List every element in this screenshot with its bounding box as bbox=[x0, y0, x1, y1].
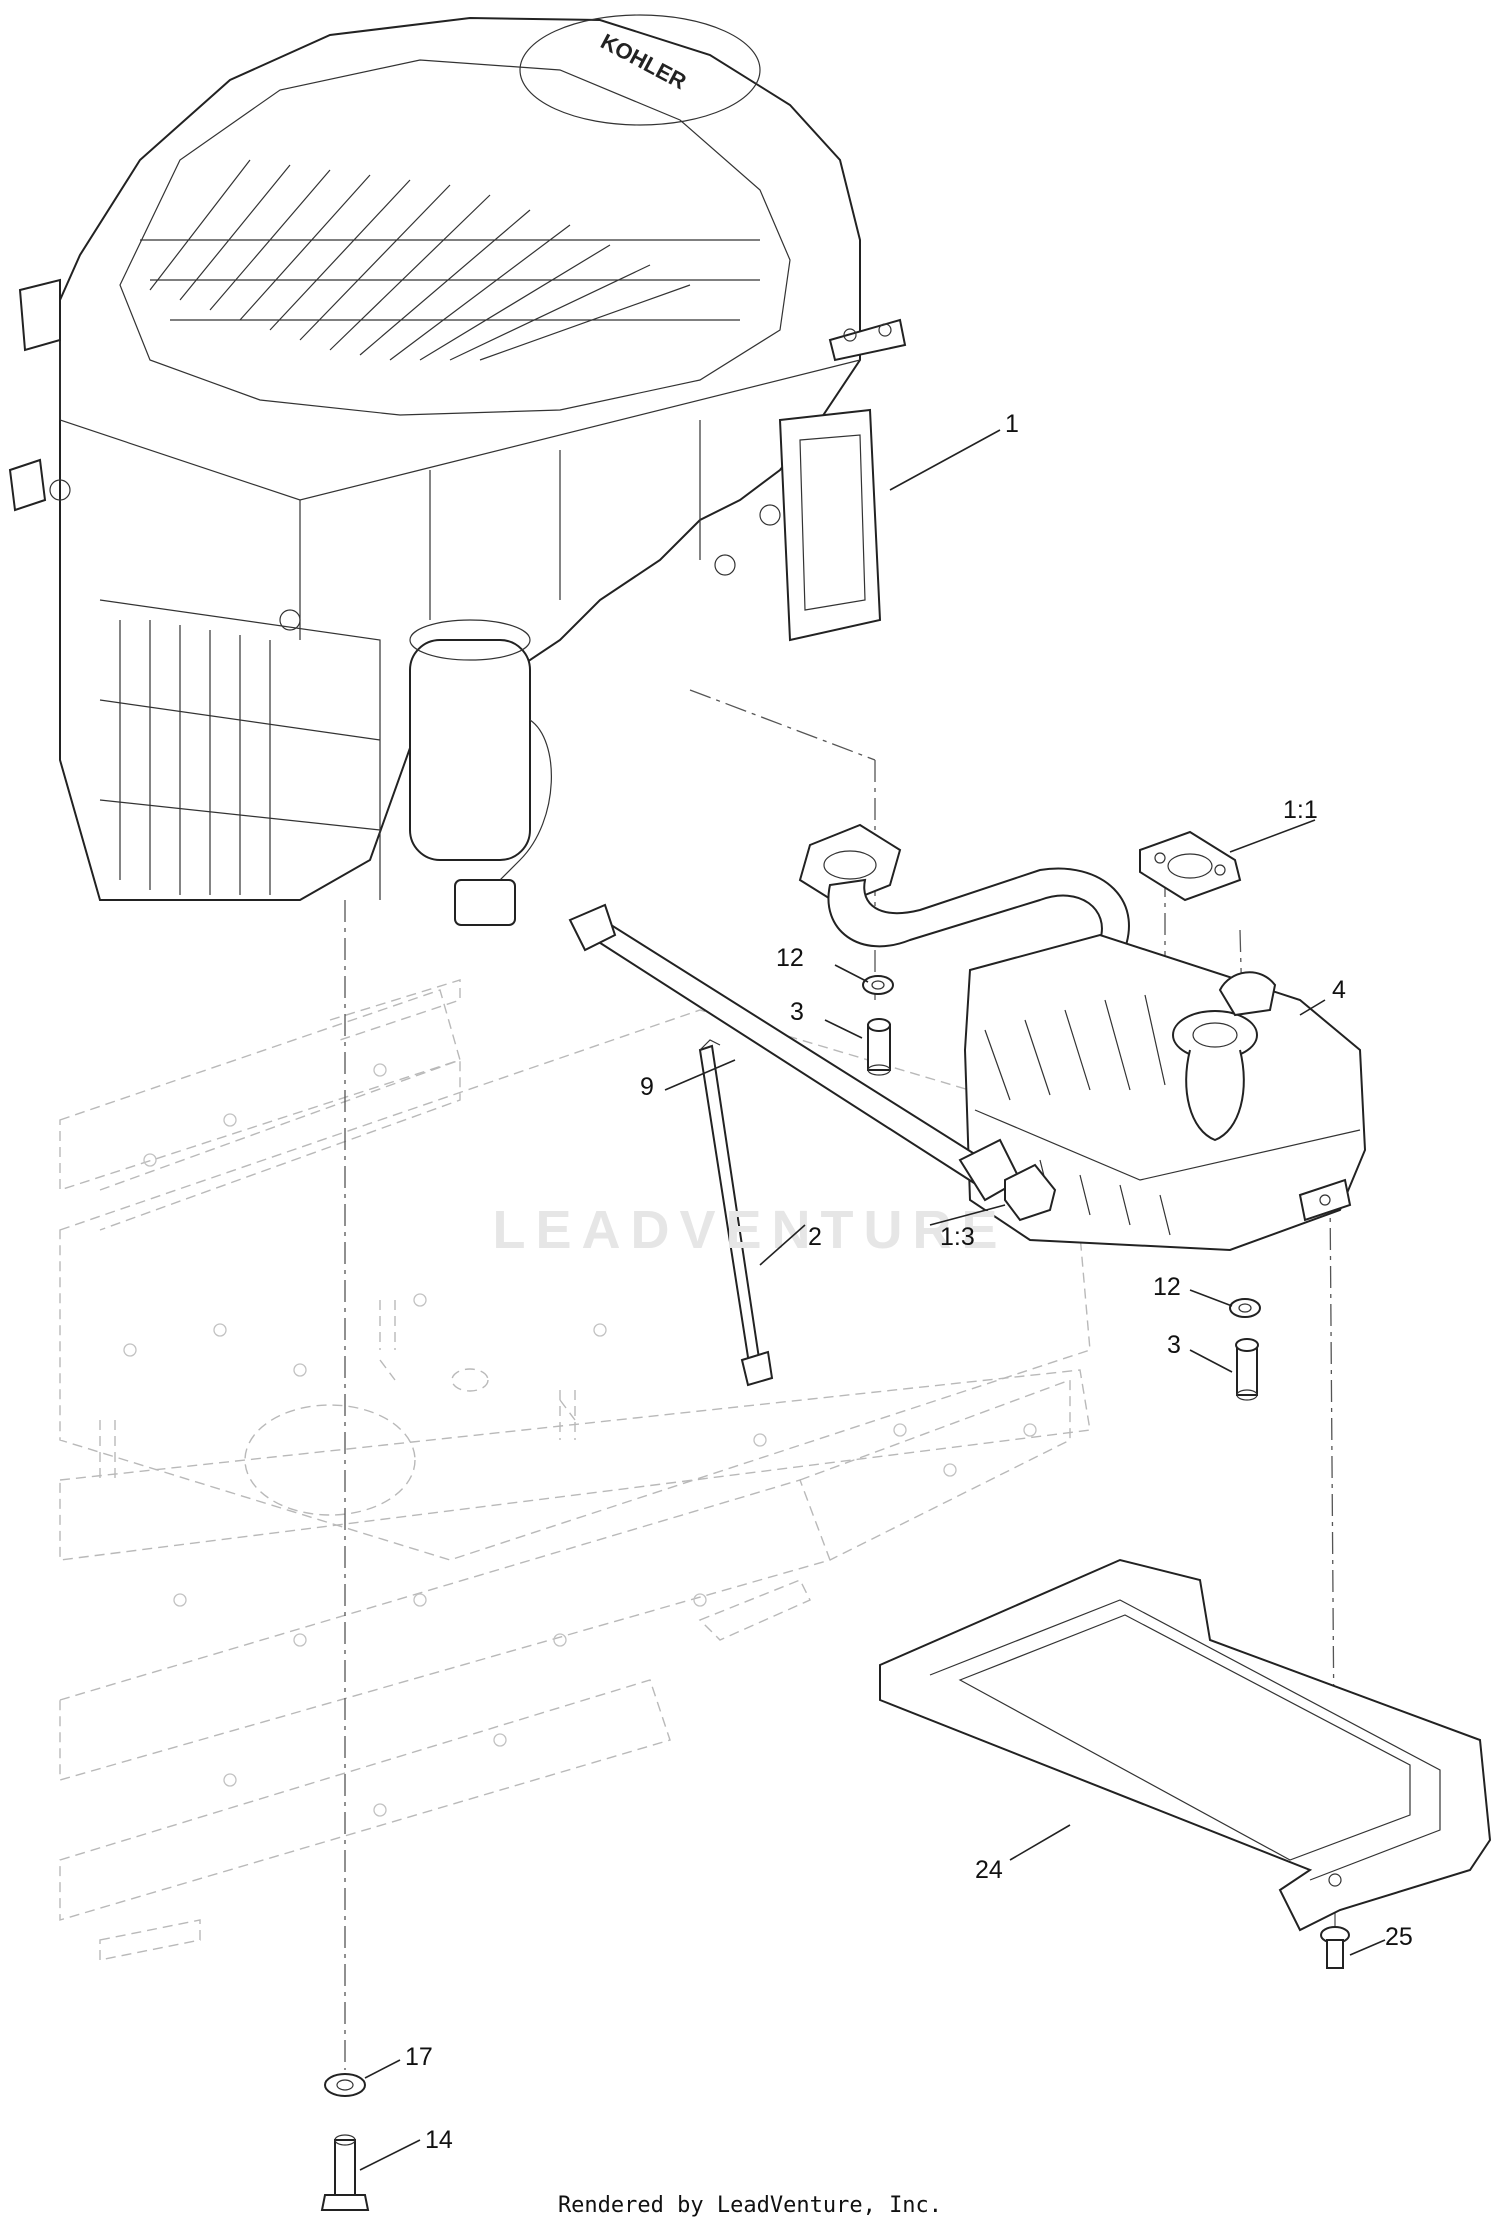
frame-ghost bbox=[59, 979, 1091, 1961]
heat-shield bbox=[879, 1558, 1492, 1932]
callout-labels: 1 1:1 4 12 3 9 1:3 2 12 3 24 25 17 14 bbox=[405, 410, 1413, 2154]
muffler bbox=[963, 933, 1367, 1252]
screw-25 bbox=[1320, 1926, 1350, 1969]
callout-2: 2 bbox=[808, 1223, 822, 1251]
fitting bbox=[1004, 1163, 1057, 1222]
capscrew-upper bbox=[867, 1018, 891, 1076]
callout-4: 4 bbox=[1332, 976, 1346, 1004]
callout-1-1: 1:1 bbox=[1283, 796, 1318, 824]
footer-credit: Rendered by LeadVenture, Inc. bbox=[558, 2193, 942, 2218]
callout-17: 17 bbox=[405, 2043, 433, 2071]
callout-1: 1 bbox=[1005, 410, 1019, 438]
gasket bbox=[1139, 830, 1242, 902]
capscrew-lower bbox=[1235, 1338, 1259, 1401]
washer-17 bbox=[324, 2073, 366, 2097]
leader-lines bbox=[359, 429, 1386, 2171]
watermark-text: LEADVENTURE bbox=[492, 1200, 1007, 1260]
callout-9: 9 bbox=[640, 1073, 654, 1101]
callout-25: 25 bbox=[1385, 1923, 1413, 1951]
exhaust-pipe bbox=[798, 823, 1130, 987]
lockwasher-lower bbox=[1229, 1298, 1261, 1318]
bolt-14 bbox=[320, 2134, 370, 2211]
callout-12-lower: 12 bbox=[1153, 1273, 1181, 1301]
lockwasher-upper bbox=[862, 975, 894, 995]
callout-1-3: 1:3 bbox=[940, 1223, 975, 1251]
callout-24: 24 bbox=[975, 1856, 1003, 1884]
engine: KOHLER bbox=[8, 14, 907, 926]
callout-12-upper: 12 bbox=[776, 944, 804, 972]
callout-3-upper: 3 bbox=[790, 998, 804, 1026]
callout-3-lower: 3 bbox=[1167, 1331, 1181, 1359]
watermark: LEADVENTURE bbox=[492, 1200, 1007, 1260]
callout-14: 14 bbox=[425, 2126, 453, 2154]
cable-tie bbox=[698, 1039, 774, 1387]
